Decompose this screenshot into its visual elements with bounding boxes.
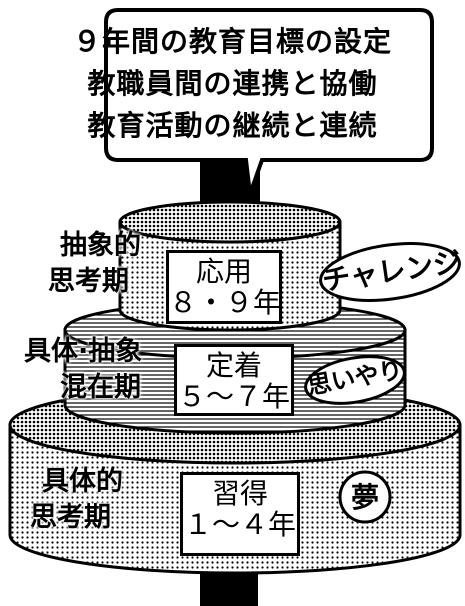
tier-middle-period-line2: 混在期 [60, 372, 141, 403]
tier-bottom-period-line1: 具体的 [42, 466, 123, 497]
tier-middle-grade-box: 定着 ５～７年 [174, 344, 294, 416]
tier-top-grade-line1: 応用 [195, 255, 252, 288]
tier-bottom-period-line2: 思考期 [30, 502, 111, 533]
goal-line-2: 教職員間の連携と協働 [87, 67, 378, 100]
tier-bottom-grade-line1: 習得 [211, 477, 268, 510]
tier-middle-period-line1: 具体·抽象 [24, 336, 143, 367]
value-oval-top [319, 242, 461, 302]
value-oval-bottom [338, 470, 392, 524]
tier-middle-grade-line2: ５～７年 [177, 380, 290, 414]
tier-bottom-value: 夢 [350, 481, 379, 514]
goal-line-3: 教育活動の継続と連続 [87, 109, 378, 142]
tier-top-period-line2: 思考期 [48, 266, 129, 297]
tier-bottom-grade-line2: １～４年 [183, 508, 296, 542]
tier-top-period-line1: 抽象的 [60, 230, 141, 261]
tier-middle-grade-line1: 定着 [205, 349, 262, 382]
value-oval-middle [304, 355, 406, 405]
tier-top-grade-line2: ８・９年 [169, 286, 282, 320]
goals-speech-bubble [104, 8, 434, 195]
tier-top-grade-box: 応用 ８・９年 [166, 250, 282, 324]
goal-line-1: ９年間の教育目標の設定 [72, 25, 392, 58]
tier-bottom-grade-box: 習得 １～４年 [180, 472, 300, 556]
